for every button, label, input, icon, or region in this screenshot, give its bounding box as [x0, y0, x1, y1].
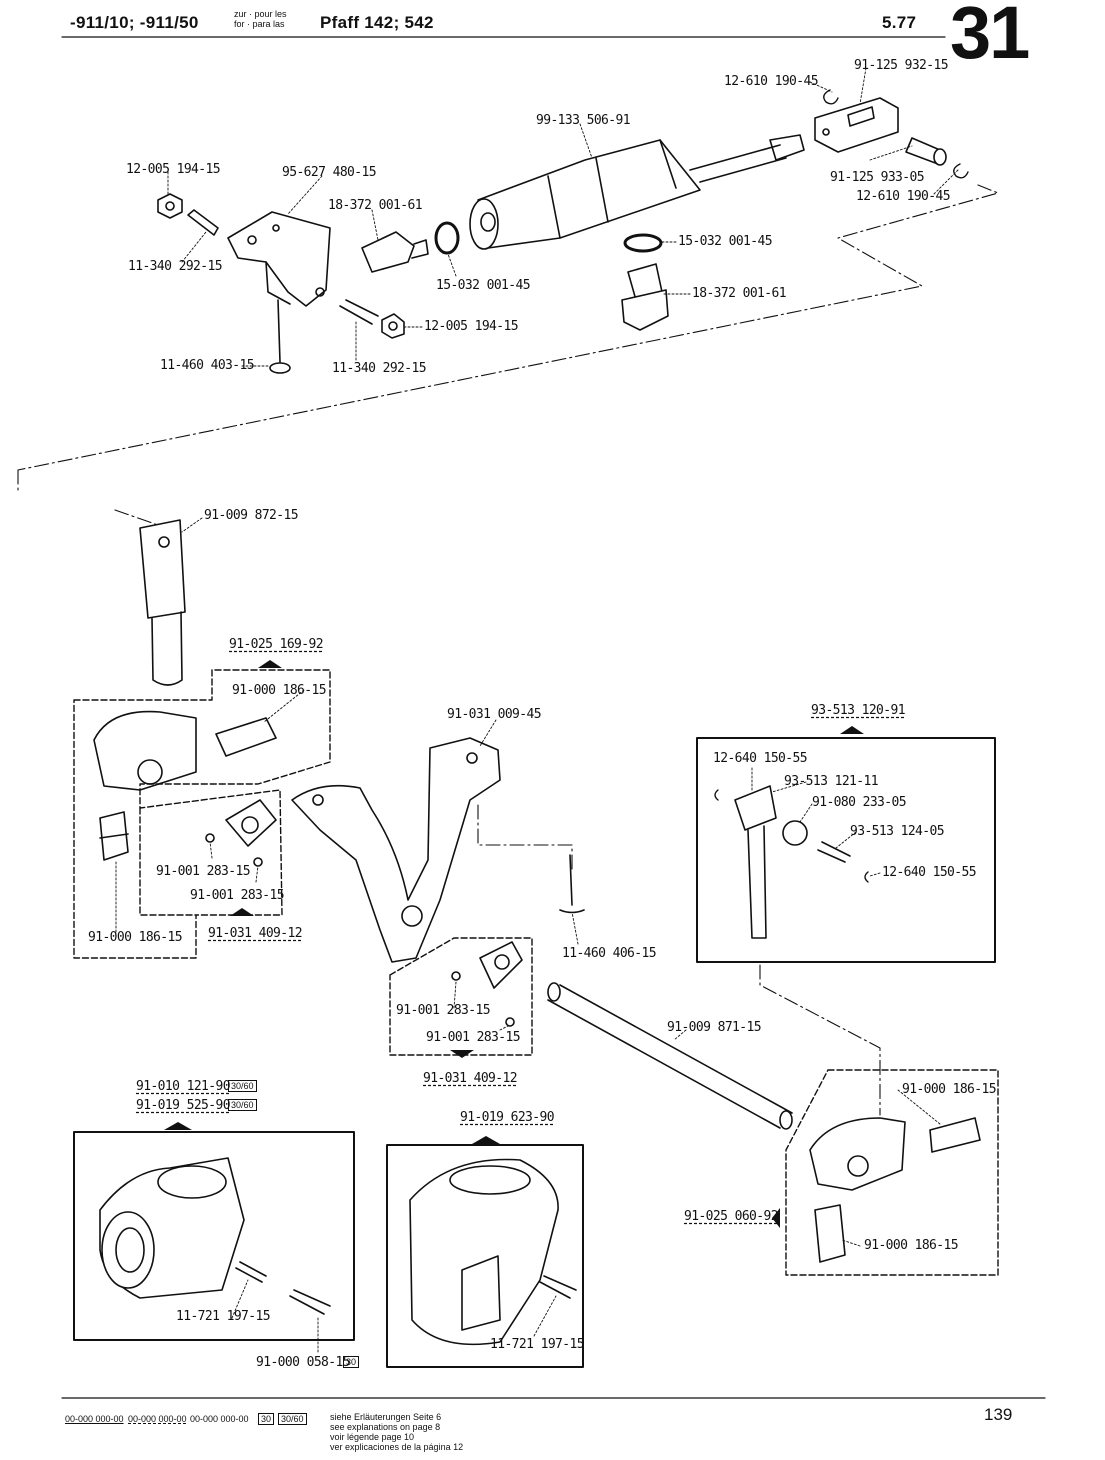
leaders — [115, 67, 959, 1353]
dashed-group-middle — [389, 937, 533, 1056]
screw-91-000-058-15 — [289, 1289, 331, 1315]
assembly-label: 93-513 120-91 — [811, 703, 906, 718]
part-label: 91-001 283-15 — [156, 864, 251, 879]
part-label: 12-640 150-55 — [882, 865, 977, 880]
part-label: 12-610 190-45 — [856, 189, 951, 204]
markers — [164, 660, 864, 1228]
part-label: 11-721 197-15 — [176, 1309, 271, 1324]
part-label: 91-031 009-45 — [447, 707, 542, 722]
assembly-label: 91-025 060-92 — [684, 1209, 779, 1224]
zur-pour-les: zur · pour les — [234, 9, 287, 19]
part-label: 91-000 186-15 — [88, 930, 183, 945]
assembly-label: 91-031 409-12 — [208, 926, 303, 941]
box-91-019-623-90 — [386, 1144, 584, 1368]
part-label: 15-032 001-45 — [436, 278, 531, 293]
legend-standard-part: 00-000 000-00 — [65, 1414, 124, 1424]
part-label: 11-721 197-15 — [490, 1337, 585, 1352]
edition-date: 5.77 — [882, 13, 917, 32]
explanation-es: ver explicaciones de la página 12 — [330, 1442, 464, 1452]
page-number: 139 — [984, 1405, 1013, 1424]
legend-assembly: 00-000 000-00 — [128, 1414, 187, 1424]
collar-left — [205, 799, 277, 867]
badge-30: 30 — [343, 1356, 360, 1368]
part-label: 11-460 406-15 — [562, 946, 657, 961]
part-label: 91-009 872-15 — [204, 508, 299, 523]
explanation-fr: voir légende page 10 — [330, 1432, 415, 1442]
assembly-label: 91-031 409-12 — [423, 1071, 518, 1086]
badge-30-60: 30/60 — [228, 1080, 257, 1092]
part-label: 12-005 194-15 — [424, 319, 519, 334]
housing-left — [99, 1157, 267, 1299]
part-label: 93-513 121-11 — [784, 774, 879, 789]
part-label: 91-000 186-15 — [232, 683, 327, 698]
assembly-label: 91-025 169-92 — [229, 637, 324, 652]
explanation-en: see explanations on page 8 — [330, 1422, 441, 1432]
for-para-las: for · para las — [234, 19, 285, 29]
part-label: 11-340 292-15 — [128, 259, 223, 274]
section-number: 31 — [950, 0, 1030, 74]
part-label: 12-005 194-15 — [126, 162, 221, 177]
legend-plain: 00-000 000-00 — [190, 1414, 249, 1424]
part-label: 91-000 058-15 — [256, 1355, 351, 1370]
part-label: 91-080 233-05 — [812, 795, 907, 810]
rod-91-009-871-15 — [547, 982, 793, 1130]
part-label: 18-372 001-61 — [692, 286, 787, 301]
clamp-right — [809, 1117, 981, 1263]
dashed-group-right — [785, 1069, 999, 1276]
lever-91-031-009-45 — [291, 737, 501, 963]
rod-and-clamp — [93, 519, 277, 861]
part-label: 95-627 480-15 — [282, 165, 377, 180]
box-93-513-120-91 — [696, 737, 996, 963]
pivot-pin-assembly — [714, 785, 869, 939]
dashed-group-left — [73, 669, 331, 959]
part-label: 91-009 871-15 — [667, 1020, 762, 1035]
part-label: 18-372 001-61 — [328, 198, 423, 213]
part-label: 91-125 933-05 — [830, 170, 925, 185]
part-label: 12-610 190-45 — [724, 74, 819, 89]
part-label: 91-001 283-15 — [426, 1030, 521, 1045]
part-label: 91-000 186-15 — [902, 1082, 997, 1097]
part-label: 91-001 283-15 — [396, 1003, 491, 1018]
part-label: 11-460 403-15 — [160, 358, 255, 373]
legend-badge-30: 30 — [258, 1413, 275, 1425]
part-label: 91-000 186-15 — [864, 1238, 959, 1253]
part-label: 11-340 292-15 — [332, 361, 427, 376]
legend-badge-30-60: 30/60 — [278, 1413, 307, 1425]
part-label: 99-133 506-91 — [536, 113, 631, 128]
explanation-de: siehe Erläuterungen Seite 6 — [330, 1412, 442, 1422]
model-number: -911/10; -911/50 — [70, 13, 199, 32]
cylinder-assembly — [157, 89, 969, 374]
machine-name: Pfaff 142; 542 — [320, 13, 434, 32]
part-label: 91-125 932-15 — [854, 58, 949, 73]
box-91-010-121-90 — [73, 1131, 355, 1341]
housing-middle — [409, 1158, 577, 1346]
part-label: 15-032 001-45 — [678, 234, 773, 249]
assembly-label: 91-019 525-90 — [136, 1098, 231, 1113]
assembly-label: 91-019 623-90 — [460, 1110, 555, 1125]
collar-middle — [451, 941, 523, 1027]
badge-30-60: 30/60 — [228, 1099, 257, 1111]
part-label: 93-513 124-05 — [850, 824, 945, 839]
part-label: 12-640 150-55 — [713, 751, 808, 766]
part-label: 91-001 283-15 — [190, 888, 285, 903]
assembly-label: 91-010 121-90 — [136, 1079, 231, 1094]
